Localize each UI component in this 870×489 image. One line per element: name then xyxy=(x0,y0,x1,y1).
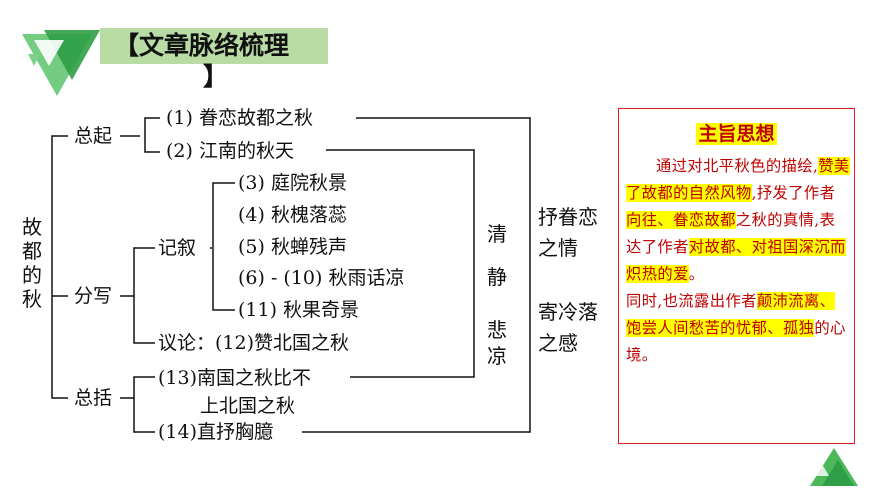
theme-text: 通过对北平秋色的描绘,赞美了故都的自然风物,抒发了作者向往、眷恋故都之秋的真情,… xyxy=(626,153,850,369)
item-13-line1: (13)南国之秋比不 xyxy=(158,367,312,389)
item-5: (5) 秋蝉残声 xyxy=(238,236,347,258)
title-background xyxy=(100,28,328,64)
emotion-2-line2: 之感 xyxy=(538,331,578,355)
root-char-4: 秋 xyxy=(22,287,42,311)
mood-char-4: 凉 xyxy=(487,344,507,368)
item-13-line2: 上北国之秋 xyxy=(200,395,296,417)
root-char-3: 的 xyxy=(22,263,42,287)
theme-p2-end: 的心境。 xyxy=(626,319,846,364)
item-11: (11) 秋果奇景 xyxy=(238,299,360,321)
emotion-1-line1: 抒眷恋 xyxy=(538,205,598,229)
mood-char-1: 清 xyxy=(487,222,507,246)
emotion-2-line1: 寄冷落 xyxy=(538,300,598,324)
root-char-1: 故 xyxy=(22,215,42,239)
item-14: (14)直抒胸臆 xyxy=(158,421,274,443)
branch-body: 分写 xyxy=(74,285,113,307)
item-narrative: 记叙 xyxy=(158,237,197,259)
theme-p1-mid2: 之秋的真情,表达了作者 xyxy=(626,211,836,256)
item-6-10: (6) - (10) 秋雨话凉 xyxy=(238,267,405,289)
page-title-bracket: 】 xyxy=(203,62,229,91)
theme-p2-pre: 同时,也流露出作者 xyxy=(626,292,757,310)
theme-title: 主旨思想 xyxy=(696,123,777,145)
theme-p1-mid: ,抒发了作者 xyxy=(751,184,836,202)
item-1: (1) 眷恋故都之秋 xyxy=(166,107,313,129)
theme-highlight-2: 向往、眷恋故都 xyxy=(626,211,736,229)
theme-p1-end: 。 xyxy=(688,265,705,283)
root-char-2: 都 xyxy=(22,239,42,263)
item-3: (3) 庭院秋景 xyxy=(238,172,347,194)
page-title: 【文章脉络梳理 xyxy=(114,31,290,60)
mood-char-2: 静 xyxy=(487,265,507,289)
item-discussion: 议论：(12)赞北国之秋 xyxy=(158,332,350,354)
item-2: (2) 江南的秋天 xyxy=(166,140,294,162)
item-4: (4) 秋槐落蕊 xyxy=(238,204,347,226)
branch-intro: 总起 xyxy=(74,125,113,147)
branch-conclusion: 总括 xyxy=(74,387,113,409)
mood-char-3: 悲 xyxy=(487,318,507,342)
emotion-1-line2: 之情 xyxy=(538,236,578,260)
theme-panel: 主旨思想 通过对北平秋色的描绘,赞美了故都的自然风物,抒发了作者向往、眷恋故都之… xyxy=(618,108,855,444)
theme-p1-pre: 通过对北平秋色的描绘, xyxy=(656,157,819,175)
decorative-triangles-top xyxy=(22,30,100,96)
